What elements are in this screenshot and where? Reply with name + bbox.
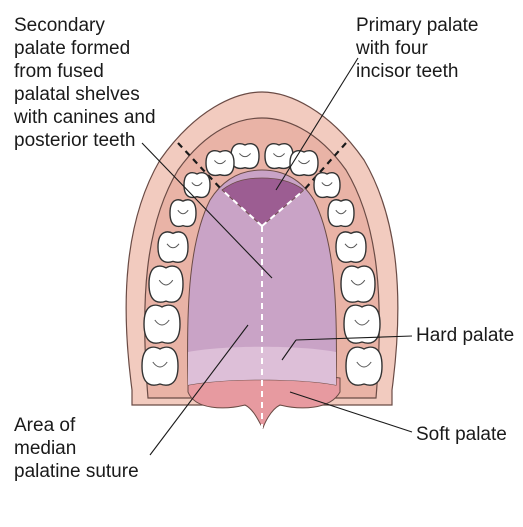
left-lateral-incisor-tooth <box>205 150 235 177</box>
left-third-molar-groove <box>152 361 168 368</box>
left-canine-groove <box>191 182 203 187</box>
left-second-premolar-groove <box>166 243 180 249</box>
right-first-molar-tooth <box>340 265 376 303</box>
right-canine-groove <box>321 182 333 187</box>
label-median-palatine-suture: Area of median palatine suture <box>14 415 139 482</box>
primary-palate-region <box>221 177 305 227</box>
right-second-molar-tooth <box>343 304 381 344</box>
left-lateral-incisor-groove <box>214 160 226 165</box>
left-second-molar-groove <box>154 319 170 326</box>
right-third-molar-groove <box>356 361 372 368</box>
suture-lines <box>221 189 305 428</box>
label-soft-palate: Soft palate <box>416 424 507 445</box>
left-canine-tooth <box>183 172 211 199</box>
left-first-premolar-groove <box>177 209 189 215</box>
right-second-premolar-groove <box>344 243 358 249</box>
right-third-molar-tooth <box>345 346 383 386</box>
right-second-premolar-tooth <box>335 231 367 263</box>
right-lateral-incisor-groove <box>298 160 310 165</box>
right-first-molar-groove <box>350 279 366 286</box>
right-lateral-incisor-tooth <box>289 150 319 177</box>
right-first-premolar-tooth <box>327 199 355 228</box>
right-central-incisor-tooth <box>264 143 294 170</box>
left-central-incisor-groove <box>239 153 251 158</box>
left-first-premolar-tooth <box>169 199 197 228</box>
left-first-molar-tooth <box>148 265 184 303</box>
left-third-molar-tooth <box>141 346 179 386</box>
left-central-incisor-tooth <box>230 143 260 170</box>
left-second-molar-tooth <box>143 304 181 344</box>
right-second-molar-groove <box>354 319 370 326</box>
right-first-premolar-groove <box>335 209 347 215</box>
label-hard-palate: Hard palate <box>416 325 515 346</box>
teeth <box>141 143 383 386</box>
hard-palate-region <box>187 169 337 386</box>
label-primary-palate: Primary palate with four incisor teeth <box>356 15 479 82</box>
right-canine-tooth <box>313 172 341 199</box>
left-second-premolar-tooth <box>157 231 189 263</box>
left-first-molar-groove <box>158 279 174 286</box>
label-secondary-palate: Secondary palate formed from fused palat… <box>14 15 156 151</box>
leader-lines <box>141 57 413 456</box>
right-central-incisor-groove <box>273 153 285 158</box>
